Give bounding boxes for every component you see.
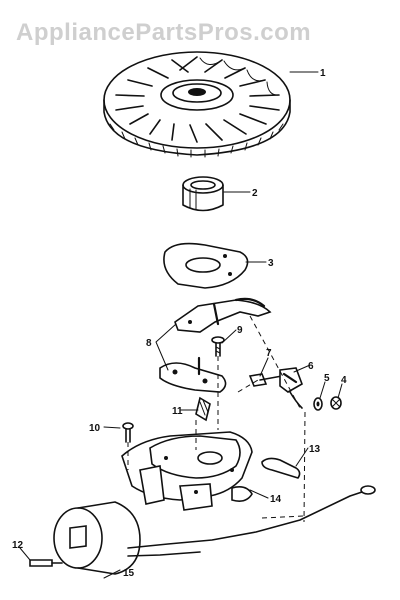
flywheel-fins	[115, 56, 280, 143]
watermark-text: AppliancePartsPros.com	[16, 19, 311, 46]
callout-13: 13	[309, 444, 321, 455]
callout-4: 4	[341, 375, 347, 386]
part-breaker-points	[159, 297, 272, 393]
callout-15: 15	[123, 568, 135, 579]
part-12	[29, 559, 63, 567]
part-washer-5	[313, 397, 323, 411]
callout-12: 12	[12, 540, 24, 551]
callout-3: 3	[268, 258, 274, 269]
callout-2: 2	[252, 188, 258, 199]
callout-6: 6	[308, 361, 314, 372]
part-screw-9	[211, 336, 225, 357]
part-coil	[53, 485, 376, 575]
assembly-lines	[127, 315, 306, 523]
part-nut-4	[330, 396, 342, 410]
part-flywheel	[103, 51, 291, 158]
part-7	[248, 373, 283, 387]
part-screw-10	[122, 422, 134, 443]
part-13	[261, 457, 301, 479]
part-6	[279, 367, 303, 409]
part-11	[195, 396, 211, 422]
callout-14: 14	[270, 494, 282, 505]
part-sleeve	[182, 176, 224, 212]
callout-8: 8	[146, 338, 152, 349]
callout-5: 5	[324, 373, 330, 384]
callout-labels: 1 2 3 4 5 6 7 8 9 10 11 12 13 14 15	[12, 68, 347, 579]
callout-9: 9	[237, 325, 243, 336]
callout-11: 11	[172, 406, 183, 417]
callout-10: 10	[89, 423, 101, 434]
leader-lines	[19, 71, 343, 579]
callout-1: 1	[320, 68, 326, 79]
part-base-plate	[121, 431, 253, 511]
callout-7: 7	[266, 348, 272, 359]
part-plate	[163, 242, 249, 289]
